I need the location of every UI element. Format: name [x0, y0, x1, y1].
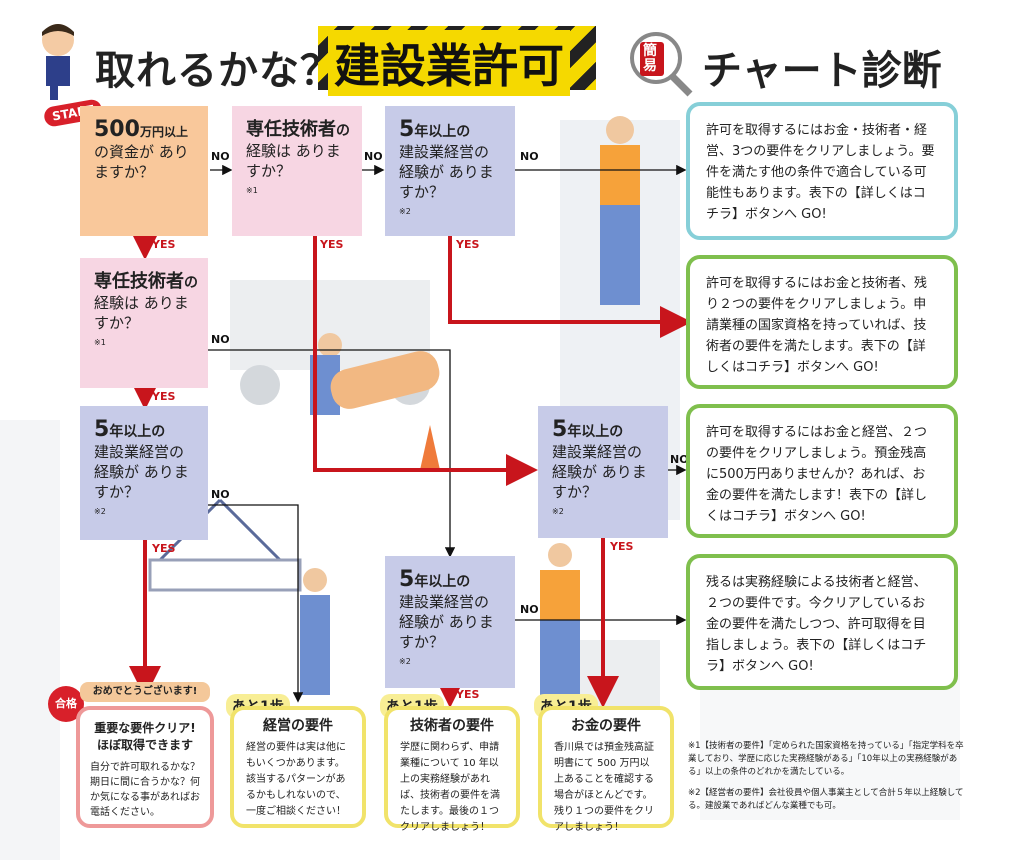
- goal-body: 自分で許可取れるかな？期日に間に合うかな？何か気になる事があればお電話ください。: [90, 762, 200, 818]
- step-body: 学歴に関わらず、申請業種について 10 年以上の実務経験があれば、技術者の要件を…: [400, 742, 500, 833]
- question-management-mid: 5年以上の 建設業経営の 経験が ありますか？ ※2: [538, 406, 668, 538]
- title-suffix: チャート診断: [702, 48, 942, 94]
- footnote-engineer: ※1【技術者の要件】「定められた国家資格を持っている」「指定学科を卒業しており、…: [688, 741, 964, 777]
- question-engineer-top: 専任技術者の 経験は ありますか？ ※1: [232, 106, 362, 236]
- step-body: 香川県では預金残高証明書にて 500 万円以上あることを確認する場合がほとんどで…: [554, 742, 654, 833]
- question-management-left: 5年以上の 建設業経営の 経験が ありますか？ ※2: [80, 406, 208, 540]
- result-engineer-management: 残るは実務経験による技術者と経営、２つの要件です。今クリアしているお金の要件を満…: [686, 554, 958, 690]
- title-prefix: 取れるかな？: [95, 48, 341, 94]
- yes-label: YES: [456, 688, 480, 701]
- step-money: お金の要件 香川県では預金残高証明書にて 500 万円以上あることを確認する場合…: [538, 706, 674, 833]
- footnote-manager: ※2【経営者の要件】会社役員や個人事業主として合計５年以上経験してる。建設業であ…: [688, 788, 964, 811]
- goal-box: 重要な要件クリア! ほぼ取得できます 自分で許可取れるかな？期日に間に合うかな？…: [76, 706, 214, 828]
- step-management: 経営の要件 経営の要件は実は他にもいくつかあります。該当するパターンがあるかもし…: [230, 706, 366, 828]
- no-label: NO: [364, 150, 383, 163]
- no-label: NO: [211, 488, 230, 501]
- no-label: NO: [520, 603, 539, 616]
- question-money: 500万円以上 の資金が ありますか？: [80, 106, 208, 236]
- title-highlight: 建設業許可: [318, 26, 596, 96]
- step-title: お金の要件: [571, 718, 641, 734]
- question-management-bottom: 5年以上の 建設業経営の 経験が ありますか？ ※2: [385, 556, 515, 688]
- title-highlight-text: 建設業許可: [328, 30, 570, 96]
- no-label: NO: [520, 150, 539, 163]
- yes-label: YES: [456, 238, 480, 251]
- congrats-banner: おめでとうございます!: [80, 682, 210, 702]
- step-title: 経営の要件: [263, 718, 333, 734]
- yes-label: YES: [152, 542, 176, 555]
- mascot-character: [20, 20, 80, 100]
- footnotes: ※1【技術者の要件】「定められた国家資格を持っている」「指定学科を卒業しており、…: [688, 740, 968, 813]
- no-label: NO: [670, 453, 689, 466]
- yes-label: YES: [610, 540, 634, 553]
- magnifier-icon: 簡易: [628, 30, 693, 97]
- no-label: NO: [211, 333, 230, 346]
- result-money-engineer: 許可を取得するにはお金と技術者、残り２つの要件をクリアしましょう。申請業種の国家…: [686, 255, 958, 389]
- magnifier-label: 簡易: [640, 42, 664, 76]
- question-management-top: 5年以上の 建設業経営の 経験が ありますか？ ※2: [385, 106, 515, 236]
- no-label: NO: [211, 150, 230, 163]
- worker-figure: [606, 116, 634, 144]
- goal-title: 重要な要件クリア! ほぼ取得できます: [94, 721, 196, 752]
- question-engineer-left: 専任技術者の 経験は ありますか？ ※1: [80, 258, 208, 388]
- yes-label: YES: [152, 238, 176, 251]
- step-engineer: 技術者の要件 学歴に関わらず、申請業種について 10 年以上の実務経験があれば、…: [384, 706, 520, 833]
- yes-label: YES: [320, 238, 344, 251]
- step-title: 技術者の要件: [410, 718, 494, 734]
- result-all-three: 許可を取得するにはお金・技術者・経営、3つの要件をクリアしましょう。要件を満たす…: [686, 102, 958, 240]
- yes-label: YES: [152, 390, 176, 403]
- result-money-management: 許可を取得するにはお金と経営、２つの要件をクリアしましょう。預金残高に500万円…: [686, 404, 958, 538]
- step-body: 経営の要件は実は他にもいくつかあります。該当するパターンがあるかもしれないので、…: [246, 742, 346, 817]
